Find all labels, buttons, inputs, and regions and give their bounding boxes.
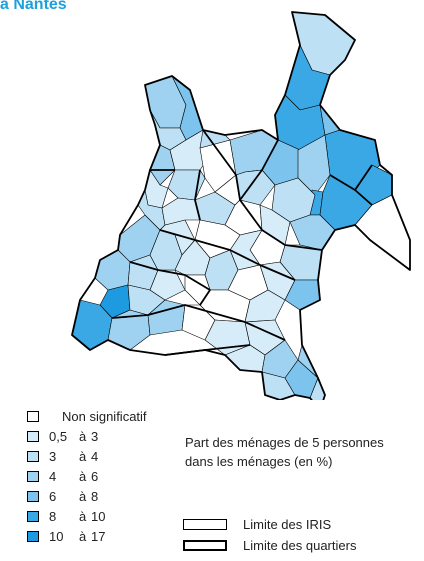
legend-from: 6 — [49, 489, 57, 504]
map-subtitle: Part des ménages de 5 personnes dans les… — [185, 433, 420, 471]
legend-sep: à — [79, 429, 87, 444]
legend-to: 3 — [91, 429, 99, 444]
quartier-boundary — [129, 261, 211, 306]
iris-boundary-label: Limite des IRIS — [243, 517, 332, 532]
legend-to: 17 — [91, 529, 106, 544]
quartier-boundary-swatch — [183, 540, 227, 551]
quartier-boundary — [194, 169, 201, 221]
legend-from: 0,5 — [49, 429, 68, 444]
city-outline — [71, 11, 411, 400]
legend-to: 8 — [91, 489, 99, 504]
quartier-boundary — [239, 139, 323, 251]
legend-sep: à — [79, 449, 87, 464]
iris-area — [161, 197, 201, 226]
legend-from: 4 — [49, 469, 57, 484]
iris-area — [244, 289, 286, 323]
legend-sep: à — [79, 529, 87, 544]
map-title: à Nantes — [0, 0, 67, 13]
legend-swatch — [27, 491, 39, 502]
iris-area — [297, 134, 331, 196]
legend-from: 3 — [49, 449, 57, 464]
legend-to: 10 — [91, 509, 106, 524]
nantes-map — [71, 11, 411, 400]
legend-to: 6 — [91, 469, 99, 484]
legend-from: 10 — [49, 529, 64, 544]
iris-area — [149, 269, 186, 301]
legend-sep: à — [79, 489, 87, 504]
legend-swatch — [27, 511, 39, 522]
iris-area — [259, 204, 291, 246]
quartier-boundary — [202, 129, 241, 201]
quartier-boundary-label: Limite des quartiers — [243, 538, 357, 553]
quartier-boundary — [159, 229, 296, 281]
legend-to: 4 — [91, 449, 99, 464]
legend-swatch — [27, 411, 39, 422]
legend-sep: à — [79, 469, 87, 484]
legend-swatch — [27, 431, 39, 442]
legend-sep: à — [79, 509, 87, 524]
iris-boundary-swatch — [183, 519, 227, 530]
quartier-boundary — [111, 304, 286, 341]
legend-swatch — [27, 531, 39, 542]
legend-swatch — [27, 471, 39, 482]
subtitle-line: dans les ménages (en %) — [185, 454, 333, 469]
subtitle-line: Part des ménages de 5 personnes — [185, 435, 384, 450]
legend-label: Non significatif — [62, 409, 147, 424]
quartier-boundary — [354, 189, 373, 206]
legend-from: 8 — [49, 509, 57, 524]
legend-swatch — [27, 451, 39, 462]
